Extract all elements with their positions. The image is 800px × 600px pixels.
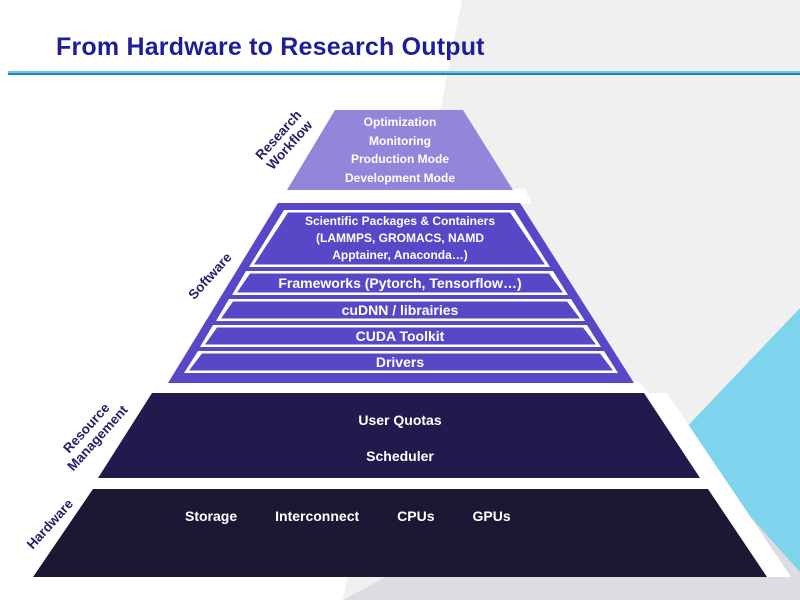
software-row-cudnn: cuDNN / librairies [216, 299, 585, 321]
software-row-line: Drivers [375, 354, 425, 370]
research-workflow-item: Production Mode [351, 152, 449, 166]
hardware-item: Interconnect [275, 508, 360, 524]
software-row-line: Scientific Packages & Containers [304, 214, 496, 228]
software-row-line: Apptainer, Anaconda…) [332, 248, 468, 262]
layer-gap-3 [87, 477, 713, 490]
software-row-line: Frameworks (Pytorch, Tensorflow…) [278, 275, 522, 291]
layer-hardware [33, 489, 767, 577]
title-underline [8, 71, 800, 75]
resource-management-item: User Quotas [358, 412, 442, 428]
software-row-line: cuDNN / librairies [341, 302, 459, 318]
hardware-item: CPUs [397, 508, 435, 524]
layer-gap-1 [269, 189, 532, 204]
hardware-items: Storage Interconnect CPUs GPUs [185, 508, 511, 524]
software-row-cuda-toolkit: CUDA Toolkit [200, 325, 601, 347]
hardware-item: Storage [185, 508, 238, 524]
hardware-item: GPUs [472, 508, 511, 524]
software-row-frameworks: Frameworks (Pytorch, Tensorflow…) [232, 271, 568, 295]
software-row-line: (LAMMPS, GROMACS, NAMD [316, 231, 484, 245]
research-workflow-item: Optimization [363, 115, 437, 129]
layer-resource-management: User Quotas Scheduler [98, 393, 700, 478]
research-workflow-item: Development Mode [344, 170, 455, 185]
layer-gap-2 [147, 382, 649, 394]
software-row-drivers: Drivers [184, 351, 618, 373]
research-workflow-item: Monitoring [369, 133, 431, 148]
resource-management-item: Scheduler [366, 448, 434, 464]
page-title: From Hardware to Research Output [56, 33, 485, 61]
software-row-scientific-packages: Scientific Packages & Containers (LAMMPS… [249, 210, 550, 267]
software-row-line: CUDA Toolkit [355, 328, 445, 344]
